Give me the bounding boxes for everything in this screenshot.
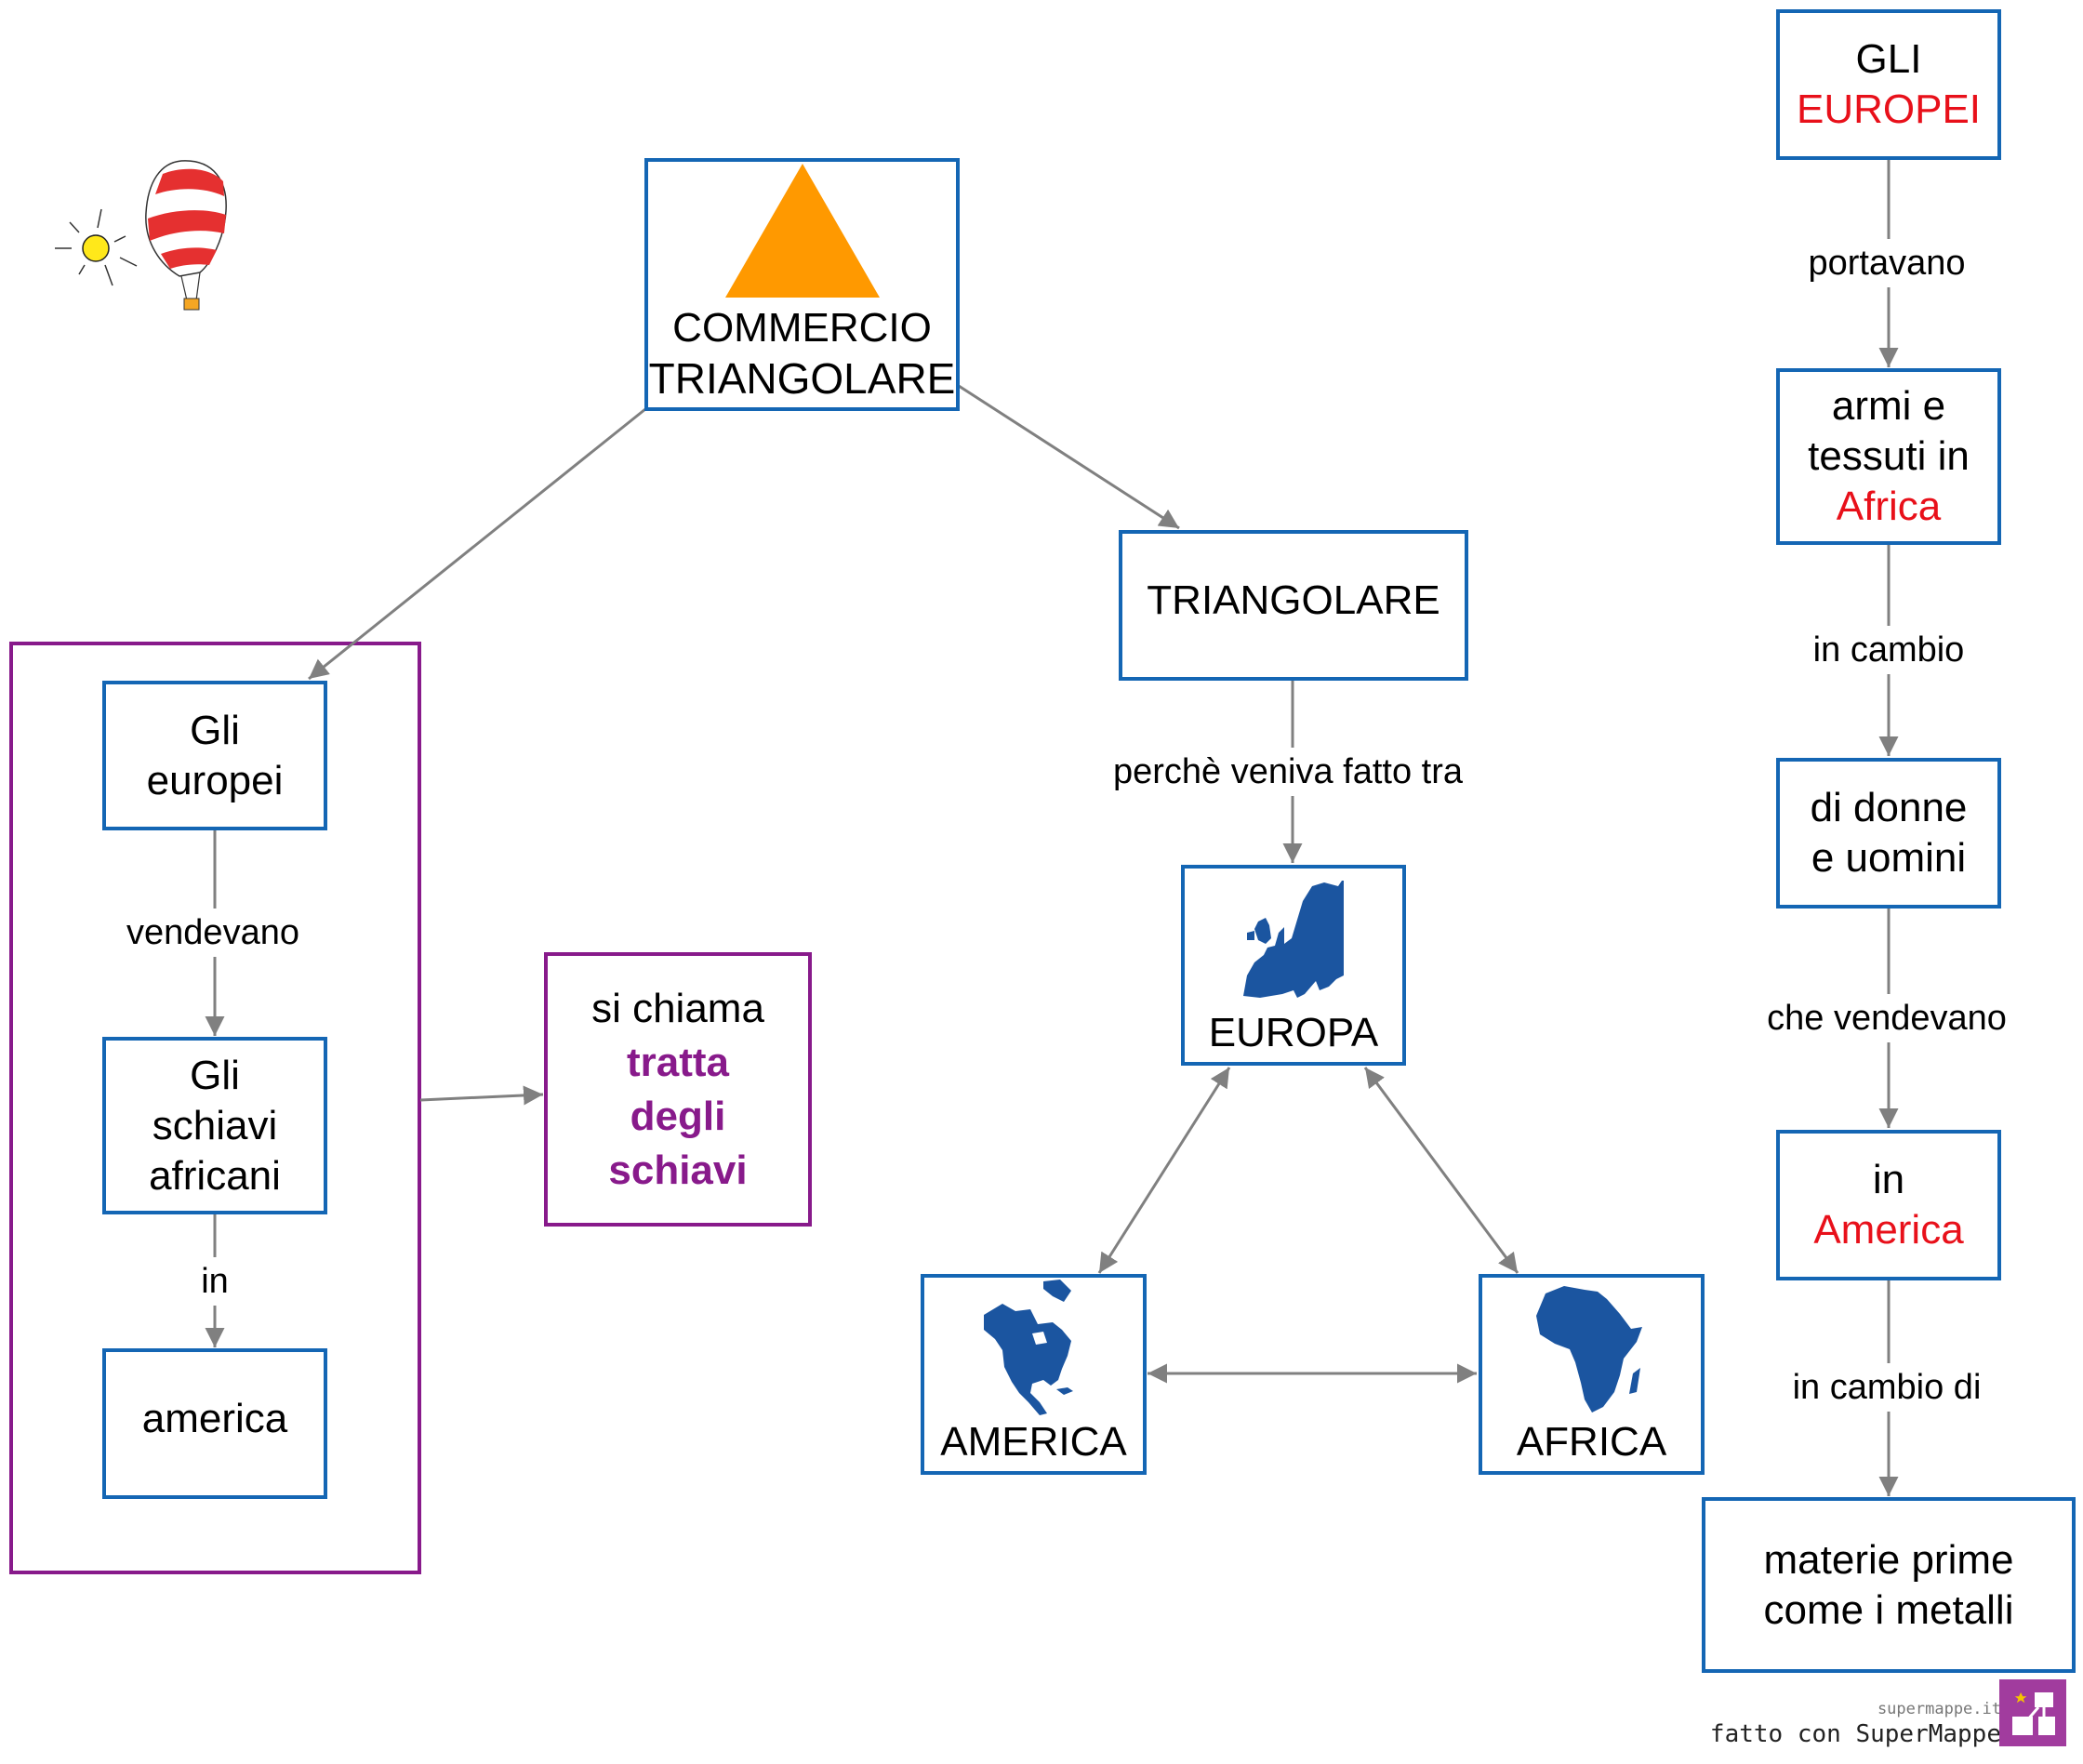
node-label: AFRICA bbox=[1516, 1419, 1667, 1465]
balloon-envelope bbox=[145, 160, 227, 311]
node-label-highlight: tratta bbox=[626, 1039, 730, 1085]
logo-graphic bbox=[2012, 1692, 2055, 1735]
balloon-basket bbox=[183, 298, 200, 311]
edge-label-portavano: portavano bbox=[1806, 239, 1968, 287]
node-america-map[interactable]: AMERICA bbox=[921, 1274, 1147, 1475]
node-label-line: tessuti in bbox=[1808, 433, 1970, 479]
node-label-line: europei bbox=[146, 757, 284, 803]
node-label-highlight: degli bbox=[630, 1093, 726, 1139]
node-label-line: Gli bbox=[190, 707, 240, 753]
node-label: AMERICA bbox=[940, 1419, 1127, 1465]
node-label-highlight: EUROPEI bbox=[1796, 86, 1982, 132]
edge-label-in: in bbox=[199, 1257, 231, 1306]
orange-triangle-icon bbox=[724, 164, 880, 298]
node-label-highlight: America bbox=[1813, 1207, 1964, 1253]
edge-label-vendevano: vendevano bbox=[125, 909, 301, 957]
node-label: EUROPA bbox=[1208, 1010, 1379, 1055]
edge-label-che-vendevano: che vendevano bbox=[1765, 994, 2009, 1042]
node-label-highlight: schiavi bbox=[608, 1147, 748, 1193]
node-label-line: GLI bbox=[1855, 36, 1922, 82]
node-label-line: materie prime bbox=[1763, 1536, 2014, 1583]
edge-label-in-cambio-di: in cambio di bbox=[1790, 1363, 1983, 1412]
node-di-donne-e-uomini[interactable]: di donne e uomini bbox=[1776, 758, 2001, 909]
edge-europa-africa bbox=[1363, 1067, 1519, 1274]
node-africa-map[interactable]: AFRICA bbox=[1479, 1274, 1705, 1475]
supermappe-logo-icon[interactable] bbox=[1999, 1679, 2066, 1746]
footer-credit: supermappe.it fatto con SuperMappe bbox=[1710, 1700, 2001, 1748]
sun-icon bbox=[55, 208, 138, 286]
node-materie-prime[interactable]: materie prime come i metalli bbox=[1702, 1497, 2076, 1673]
node-label-line: si chiama bbox=[591, 985, 764, 1031]
edge-group-to-si-chiama bbox=[419, 1085, 544, 1106]
node-label: TRIANGOLARE bbox=[1147, 577, 1440, 623]
node-si-chiama[interactable]: si chiama tratta degli schiavi bbox=[544, 952, 812, 1227]
edge-label-in-cambio: in cambio bbox=[1811, 626, 1967, 674]
edge-europa-america bbox=[1097, 1067, 1231, 1274]
node-label-line: e uomini bbox=[1811, 835, 1967, 881]
north-america-map-icon bbox=[983, 1280, 1073, 1415]
node-label-line: come i metalli bbox=[1763, 1586, 2014, 1633]
node-in-america[interactable]: in America bbox=[1776, 1130, 2001, 1280]
node-label: america bbox=[141, 1396, 288, 1441]
edge-main-to-europei bbox=[308, 407, 646, 681]
edge-main-to-triangolare bbox=[958, 384, 1180, 530]
node-label-line: africani bbox=[149, 1152, 281, 1199]
node-triangolare[interactable]: TRIANGOLARE bbox=[1119, 530, 1468, 681]
node-label-line: COMMERCIO bbox=[672, 305, 932, 351]
europe-map-icon bbox=[1242, 881, 1344, 998]
node-label-line: schiavi bbox=[152, 1102, 278, 1148]
node-gli-schiavi-africani[interactable]: Gli schiavi africani bbox=[102, 1037, 327, 1214]
group-tratta-schiavi[interactable] bbox=[9, 642, 421, 1574]
node-europa[interactable]: EUROPA bbox=[1181, 865, 1406, 1066]
footer-site: supermappe.it bbox=[1877, 1700, 2001, 1718]
node-label-line: TRIANGOLARE bbox=[648, 354, 956, 403]
node-label-line: Gli bbox=[190, 1052, 240, 1098]
node-label-line: armi e bbox=[1831, 383, 1946, 429]
africa-map-icon bbox=[1535, 1286, 1642, 1413]
node-gli-europei[interactable]: Gli europei bbox=[102, 681, 327, 830]
node-america[interactable]: america bbox=[102, 1348, 327, 1499]
node-gli-europei-right[interactable]: GLI EUROPEI bbox=[1776, 9, 2001, 160]
node-armi-e-tessuti[interactable]: armi e tessuti in Africa bbox=[1776, 368, 2001, 545]
node-commercio-triangolare[interactable]: COMMERCIO TRIANGOLARE bbox=[644, 158, 960, 411]
node-label-line: in bbox=[1872, 1157, 1905, 1202]
footer-credit-text: fatto con SuperMappe bbox=[1709, 1720, 2001, 1748]
node-label-line: di donne bbox=[1810, 785, 1968, 830]
node-label-highlight: Africa bbox=[1836, 484, 1942, 529]
hot-air-balloon-icon bbox=[55, 160, 227, 311]
edge-label-perche: perchè veniva fatto tra bbox=[1111, 748, 1465, 796]
